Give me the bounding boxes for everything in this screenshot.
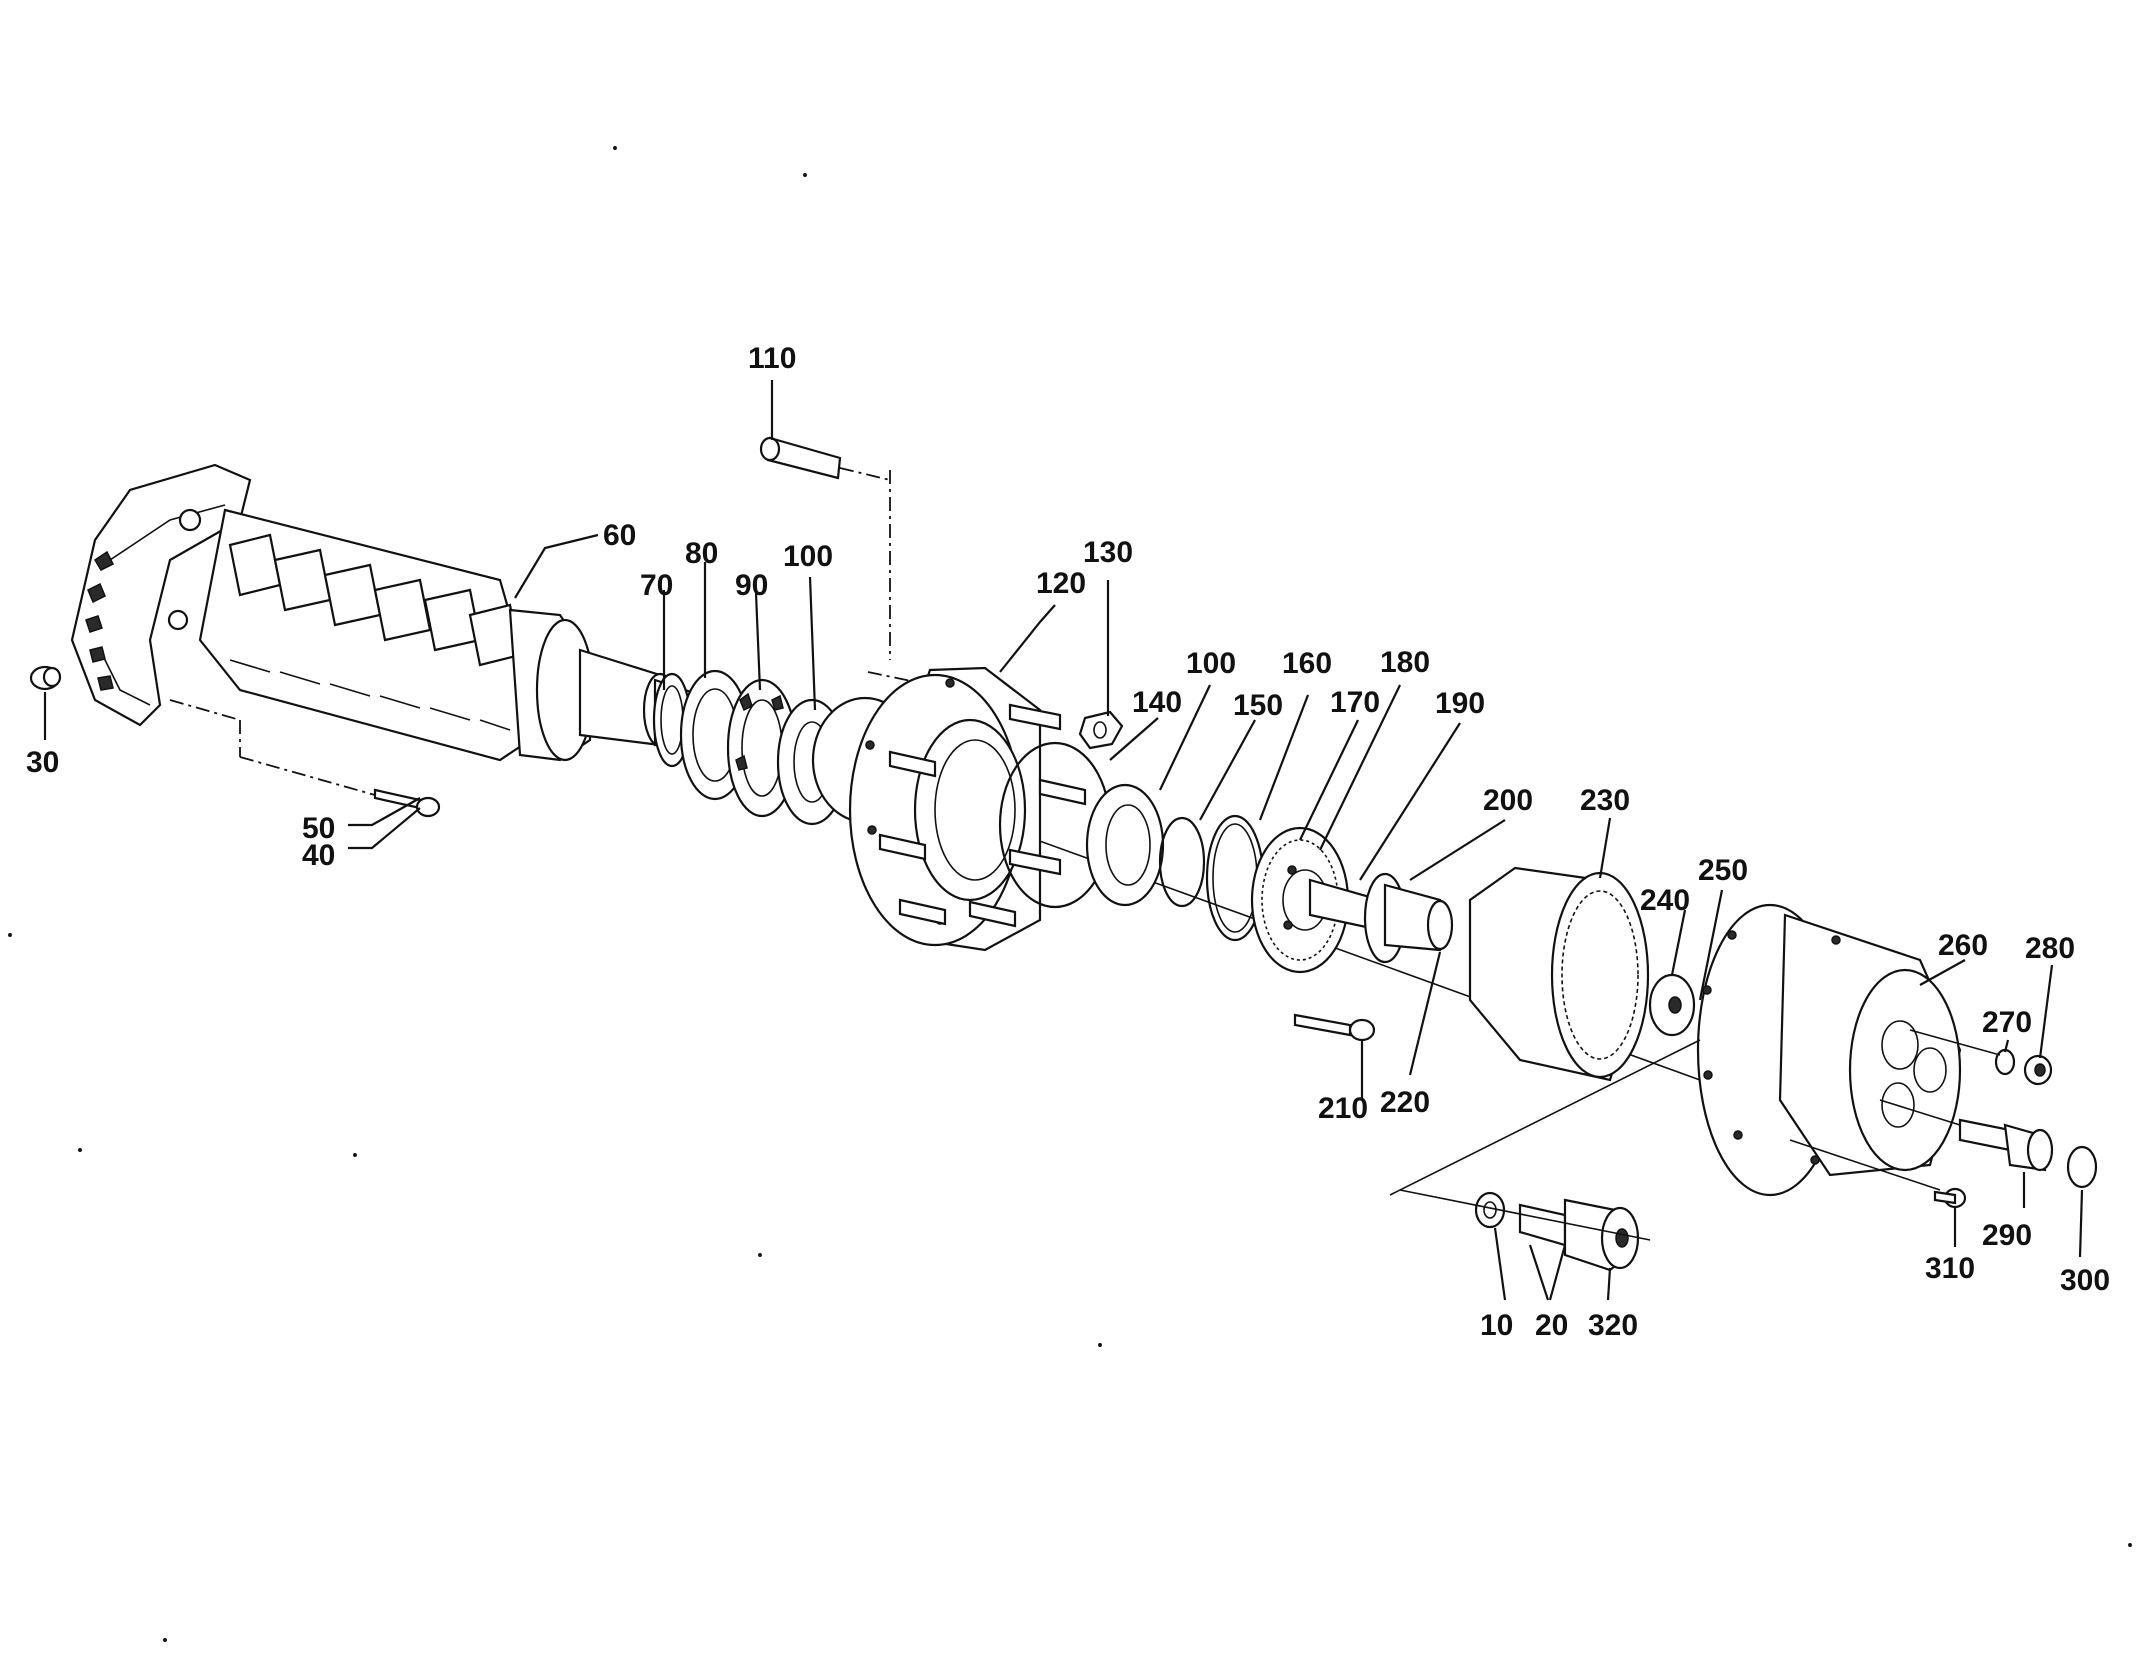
- label-70: 70: [640, 569, 673, 602]
- screw-310: [1933, 1187, 1967, 1209]
- label-230: 230: [1580, 784, 1630, 817]
- label-60: 60: [603, 519, 636, 552]
- label-180: 180: [1380, 646, 1430, 679]
- label-110: 110: [748, 342, 796, 375]
- label-310: 310: [1925, 1252, 1975, 1285]
- label-30: 30: [26, 746, 59, 779]
- thrust-washer-240: [1648, 973, 1696, 1037]
- label-10: 10: [1480, 1309, 1513, 1342]
- splined-shaft-200: [1363, 872, 1454, 964]
- label-100-right: 100: [1186, 647, 1236, 680]
- scan-speckles: [8, 146, 2132, 1642]
- label-130: 130: [1083, 536, 1133, 569]
- ring-gear-230: [1468, 866, 1650, 1082]
- label-200: 200: [1483, 784, 1533, 817]
- bolt-210: [1293, 1013, 1376, 1042]
- plug-280: [2023, 1054, 2053, 1086]
- label-170: 170: [1330, 686, 1380, 719]
- label-250: 250: [1698, 854, 1748, 887]
- plug-30: [29, 665, 62, 691]
- label-300: 300: [2060, 1264, 2110, 1297]
- wheel-hub-120: [811, 666, 1087, 952]
- washer-270: [1994, 1048, 2016, 1076]
- leader-lines: [43, 380, 2084, 1301]
- snap-ring-150: [1158, 816, 1206, 908]
- label-190: 190: [1435, 687, 1485, 720]
- label-40: 40: [302, 839, 335, 872]
- pin-290: [1958, 1118, 2054, 1172]
- label-50: 50: [302, 812, 335, 845]
- label-120: 120: [1036, 567, 1086, 600]
- sun-gear-320: [1518, 1198, 1640, 1272]
- label-20: 20: [1535, 1309, 1568, 1342]
- label-260: 260: [1938, 929, 1988, 962]
- label-290: 290: [1982, 1219, 2032, 1252]
- part-number-labels: 110 60 130 80 100 70 90 120 100 160 180 …: [26, 342, 2110, 1342]
- label-140: 140: [1132, 686, 1182, 719]
- label-90: 90: [735, 569, 768, 602]
- label-270: 270: [1982, 1006, 2032, 1039]
- planetary-housing-260: [1696, 903, 1962, 1197]
- label-100-left: 100: [783, 540, 833, 573]
- bearing-100-right: [1085, 783, 1165, 907]
- label-320: 320: [1588, 1309, 1638, 1342]
- label-220: 220: [1380, 1086, 1430, 1119]
- label-150: 150: [1233, 689, 1283, 722]
- ring-300: [2066, 1145, 2098, 1189]
- label-210: 210: [1318, 1092, 1368, 1125]
- label-240: 240: [1640, 884, 1690, 917]
- label-160: 160: [1282, 647, 1332, 680]
- axle-housing: [70, 463, 702, 762]
- label-280: 280: [2025, 932, 2075, 965]
- nut-130: [1078, 710, 1124, 750]
- label-80: 80: [685, 537, 718, 570]
